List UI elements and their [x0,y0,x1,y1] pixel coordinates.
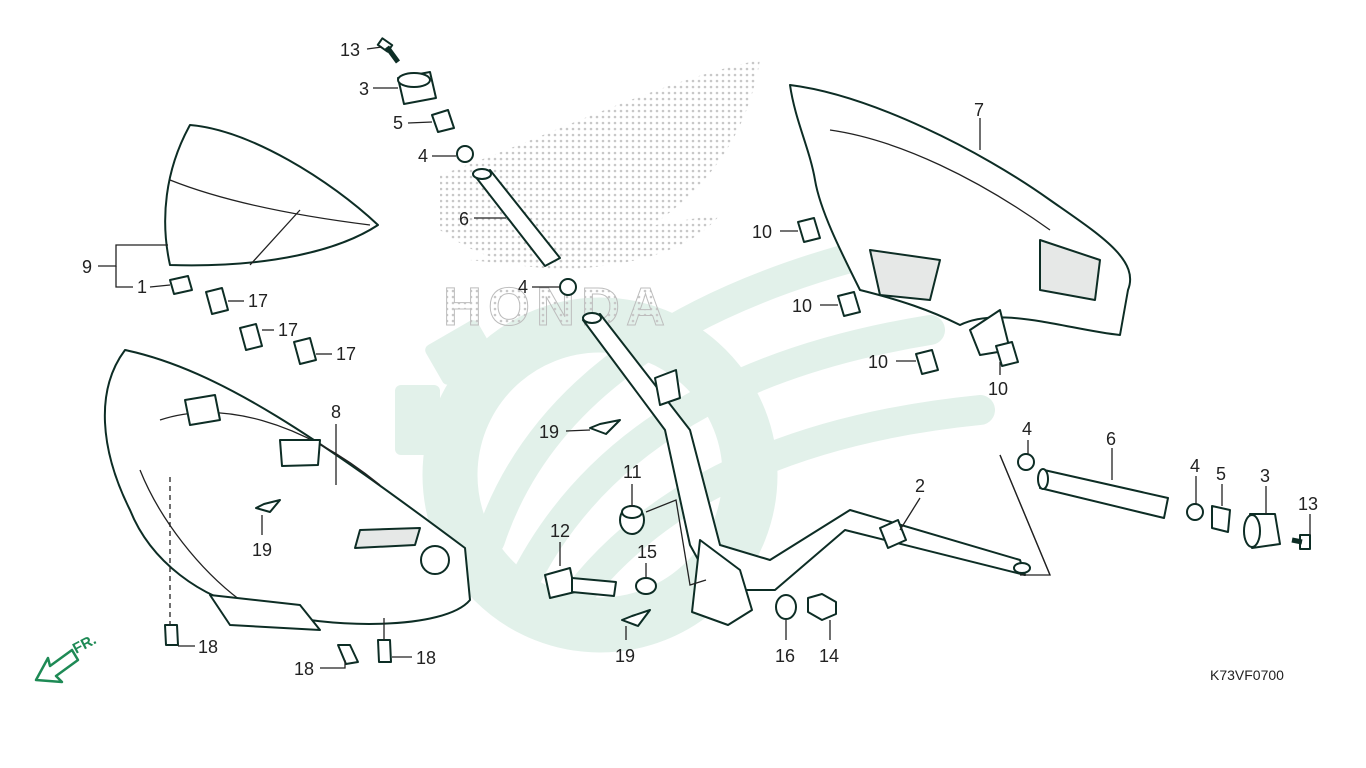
callout-19a: 19 [252,540,272,560]
drawing-code: K73VF0700 [1210,667,1284,683]
callout-17b: 17 [278,320,298,340]
bar-end-weight-3-right [1243,513,1281,549]
upper-handle-cover [789,84,1131,356]
front-handle-cover [164,124,379,267]
front-direction-arrow: FR. [34,631,99,684]
ring-4-right-a [1017,453,1035,471]
callout-3-right: 3 [1260,466,1270,486]
callout-11: 11 [623,462,642,482]
ring-4-top [456,145,474,163]
callout-17a: 17 [248,291,268,311]
handlebar-pipe [582,312,1031,626]
callout-10a: 10 [752,222,772,242]
clip-1 [169,275,193,295]
watermark: HONDA [395,60,995,653]
callout-16: 16 [775,646,795,666]
callout-10c: 10 [868,352,888,372]
callout-13-top: 13 [340,40,360,60]
nut-14 [807,593,837,621]
screw-13-top [376,37,401,64]
callout-14: 14 [819,646,839,666]
callout-3-top: 3 [359,79,369,99]
right-grip-parts [1017,453,1311,550]
inner-weight-6-right [1037,468,1169,519]
callout-5-top: 5 [393,113,403,133]
screws-18 [164,624,392,665]
callout-10d: 10 [988,379,1008,399]
callout-4-right-b: 4 [1190,456,1200,476]
ring-4-right-b [1186,503,1204,521]
honda-logo-text: HONDA [443,277,671,337]
callout-2: 2 [915,476,925,496]
callout-12: 12 [550,521,570,541]
callout-10b: 10 [792,296,812,316]
callout-6-top: 6 [459,209,469,229]
callouts: 13 3 5 4 6 4 9 1 17 17 17 8 19 18 18 18 … [82,40,1318,679]
callout-5-right: 5 [1216,464,1226,484]
inner-weight-6-top [472,168,561,267]
callout-17c: 17 [336,344,356,364]
callout-8: 8 [331,402,341,422]
collar-5-right [1211,505,1231,533]
bolt-12 [544,567,617,599]
ring-4-mid [559,278,577,296]
bar-end-weight-3-top [397,71,437,105]
arrow-left-icon [34,648,80,684]
callout-4-top: 4 [418,146,428,166]
screws-19 [255,419,651,627]
callout-6-right: 6 [1106,429,1116,449]
callout-19b: 19 [539,422,559,442]
collar-5-top [431,109,455,133]
callout-19c: 19 [615,646,635,666]
callout-1: 1 [137,277,147,297]
callout-18c: 18 [416,648,436,668]
callout-18b: 18 [294,659,314,679]
leader-lines [98,46,1311,669]
callout-13-right: 13 [1298,494,1318,514]
screw-13-right [1291,534,1311,550]
left-grip-parts [376,37,577,296]
centre-parts [544,505,837,621]
callout-15: 15 [637,542,657,562]
callout-9: 9 [82,257,92,277]
rear-handle-cover [103,349,471,631]
callout-18a: 18 [198,637,218,657]
rubber-11 [619,505,645,535]
clips-17 [205,287,317,365]
washer-15 [635,577,657,595]
callout-4-mid: 4 [518,277,528,297]
callout-7: 7 [974,100,984,120]
collar-16 [775,594,797,620]
clips-10 [797,217,1019,375]
callout-4-right-a: 4 [1022,419,1032,439]
